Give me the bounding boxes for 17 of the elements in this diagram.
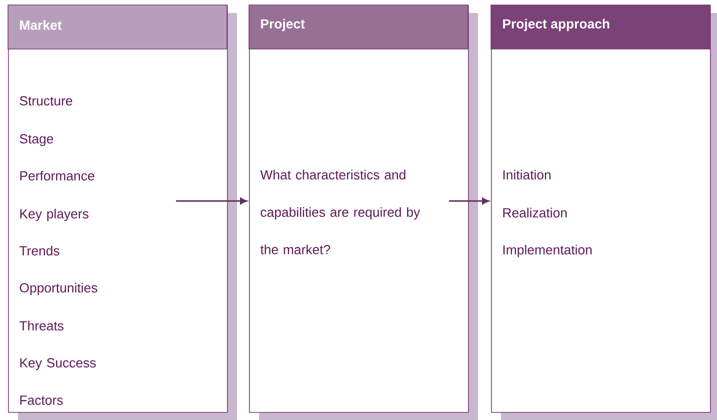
list-item: Trends: [20, 246, 60, 256]
list-item: Stage: [20, 134, 54, 146]
list-item: Key Success Factors: [20, 358, 96, 405]
list-item: Threats: [20, 320, 64, 330]
column-heading: Project approach: [503, 18, 610, 32]
list-item: Performance: [20, 170, 94, 180]
list-item: Opportunities: [20, 282, 98, 296]
list-item: What characteristics and capabilities are required by the market?: [260, 170, 420, 254]
column-heading: Market: [20, 20, 62, 30]
list-item: Key players: [20, 208, 88, 222]
arrow: [449, 198, 489, 204]
list-item: Implementation: [503, 244, 592, 258]
column-heading: Project: [261, 18, 305, 32]
list-item: Realization: [503, 208, 567, 218]
list-item: Structure: [20, 96, 72, 106]
list-item: Initiation: [503, 170, 550, 180]
arrow: [176, 198, 247, 204]
